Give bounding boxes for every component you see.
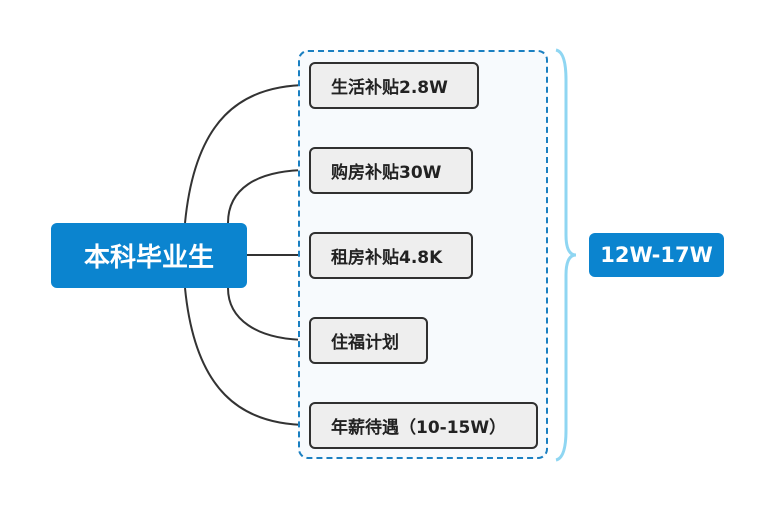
- connector-5: [184, 287, 310, 426]
- benefit-node-housing-plan[interactable]: 住福计划: [309, 317, 428, 364]
- summary-topic[interactable]: 12W-17W: [589, 233, 724, 277]
- benefit-node-annual-salary[interactable]: 年薪待遇（10-15W）: [309, 402, 538, 449]
- connector-4: [227, 287, 310, 341]
- root-topic[interactable]: 本科毕业生: [51, 223, 247, 288]
- benefit-node-rent-subsidy[interactable]: 租房补贴4.8K: [309, 232, 473, 279]
- connector-2: [227, 169, 310, 224]
- summary-bracket: [555, 48, 577, 462]
- benefit-node-housing-purchase[interactable]: 购房补贴30W: [309, 147, 473, 194]
- connector-1: [184, 84, 310, 224]
- benefit-node-living-subsidy[interactable]: 生活补贴2.8W: [309, 62, 479, 109]
